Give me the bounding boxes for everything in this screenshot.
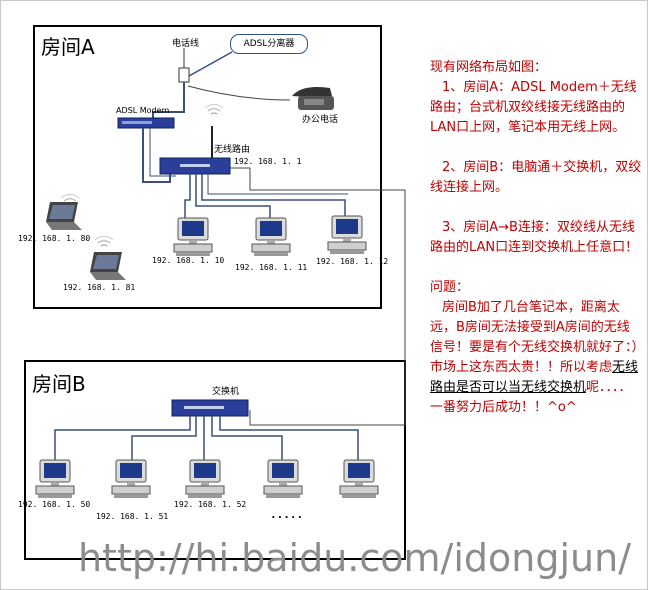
wireless-router [159, 103, 231, 175]
desktop-ip-10: 192. 168. 1. 10 [152, 256, 225, 265]
room-a-box: 房间A [33, 25, 382, 309]
router-label: 无线路由 [214, 145, 251, 155]
notes-item-3: 3、房间A→B连接：双绞线从无线路由的LAN口连到交换机上任意口！ [430, 220, 639, 255]
desktop-a3 [327, 215, 367, 255]
desktop-ip-51: 192. 168. 1. 51 [96, 512, 169, 521]
office-phone-label: 办公电话 [302, 115, 339, 125]
phone-line-label: 电话线 [172, 39, 200, 49]
laptop-ip-2: 192. 168. 1. 81 [63, 283, 136, 292]
router-ip: 192. 168. 1. 1 [234, 157, 302, 166]
notes-item-2: 2、房间B：电脑通＋交换机，双绞线连接上网。 [430, 160, 642, 195]
desktop-b1 [35, 459, 75, 499]
more-computers-marker: ..... [270, 508, 304, 521]
desktop-b2 [111, 459, 151, 499]
adsl-modem [117, 117, 175, 129]
question-body: 房间B加了几台笔记本，距离太远，B房间无法接受到A房间的无线信号！要是有个无线交… [430, 298, 642, 418]
modem-label: ADSL Modem [116, 106, 170, 115]
wall-phone-jack [178, 67, 190, 83]
notes-title: 现有网络布局如图： [430, 60, 548, 75]
room-a-title: 房间A [41, 35, 95, 59]
question-part-1: 房间B加了几台笔记本，距离太远，B房间无法接受到A房间的无线信号！要是有个无线交… [430, 300, 639, 375]
notes-panel: 现有网络布局如图： 1、房间A：ADSL Modem＋无线路由；台式机双绞线接无… [430, 58, 642, 418]
desktop-b5 [339, 459, 379, 499]
question-part-2: 呢．．．．一番努力后成功！！^o^ [430, 380, 632, 415]
laptop-a2 [90, 235, 126, 280]
laptop-ip-1: 192. 168. 1. 80 [18, 234, 91, 243]
desktop-ip-52: 192. 168. 1. 52 [174, 500, 247, 509]
desktop-ip-11: 192. 168. 1. 11 [235, 263, 308, 272]
desktop-ip-50: 192. 168. 1. 50 [18, 500, 91, 509]
laptop-a1 [46, 193, 82, 230]
desktop-ip-12: 192. 168. 1. 12 [316, 257, 389, 266]
adsl-splitter-callout: ADSL分离器 [230, 34, 308, 54]
office-phone-icon [292, 87, 334, 110]
room-b-title: 房间B [32, 372, 86, 396]
question-underlined: 无线路由是否可以当无线交换机 [430, 360, 639, 395]
desktop-a1 [173, 217, 213, 257]
desktop-a2 [251, 217, 291, 257]
switch-label: 交换机 [212, 387, 240, 397]
desktop-b3 [185, 459, 225, 499]
network-switch [171, 399, 249, 417]
question-title: 问题： [430, 280, 470, 295]
watermark-url: http://hi.baidu.com/idongjun/ [78, 536, 632, 580]
notes-item-1: 1、房间A：ADSL Modem＋无线路由；台式机双绞线接无线路由的LAN口上网… [430, 80, 637, 135]
desktop-b4 [263, 459, 303, 499]
